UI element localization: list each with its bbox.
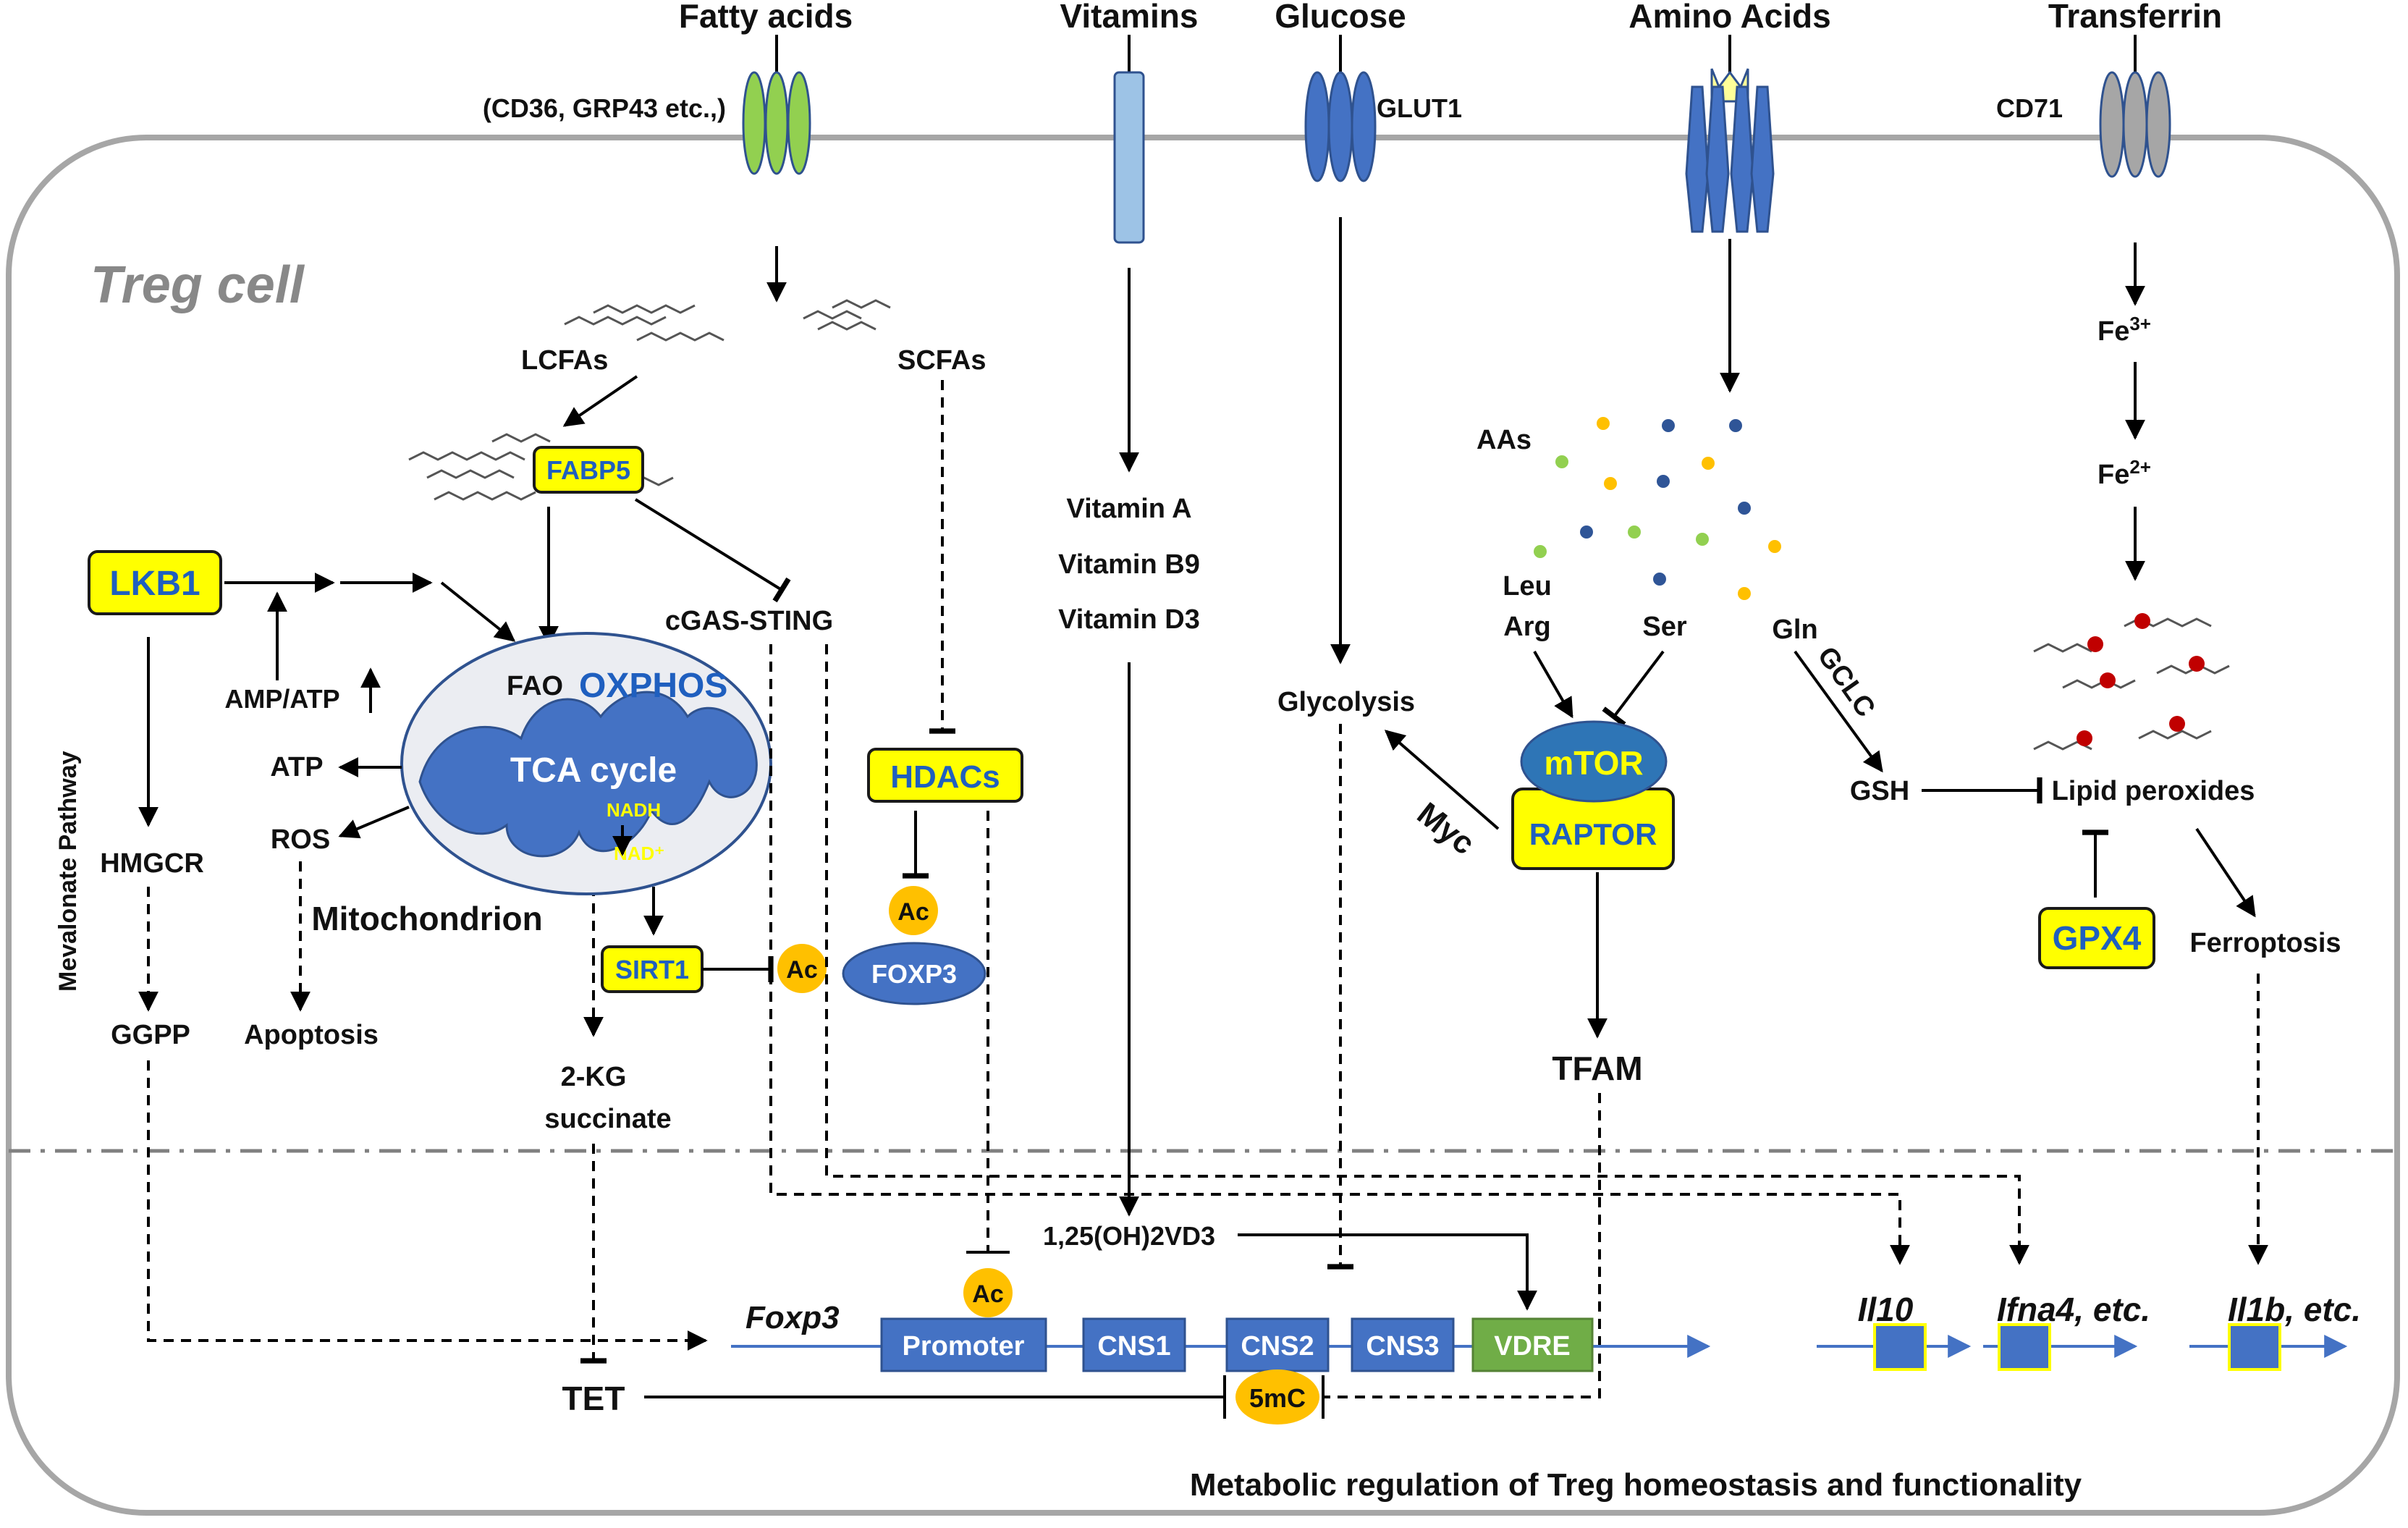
svg-text:Promoter: Promoter	[903, 1331, 1025, 1362]
lipid-peroxide-dots	[2077, 613, 2205, 746]
gene-cns3: CNS3	[1351, 1317, 1455, 1372]
svg-text:OXPHOS: OXPHOS	[579, 667, 727, 705]
fabp5-box	[533, 446, 644, 494]
gpx4-label: GPX4	[2053, 919, 2142, 957]
nutrient-glucose: Glucose	[1275, 0, 1406, 35]
ros-label: ROS	[271, 824, 330, 855]
svg-text:Il1b, etc.: Il1b, etc.	[2228, 1291, 2361, 1328]
tet-label: TET	[562, 1380, 625, 1417]
gene-promoter: Promoter	[880, 1317, 1047, 1372]
gln-label: Gln	[1772, 615, 1817, 645]
acetyl-mark-sirt1: Ac	[777, 944, 827, 993]
ser-label: Ser	[1642, 612, 1686, 642]
succinate-label: succinate	[544, 1104, 671, 1134]
methyl-mark-5mc: 5mC	[1235, 1369, 1319, 1424]
mtor-complex: mTOR RAPTOR	[1511, 720, 1675, 870]
svg-text:Ac: Ac	[972, 1280, 1003, 1308]
lipid-peroxide-icons	[2033, 617, 2230, 751]
fe3-label: Fe3+	[2098, 313, 2151, 347]
diagram-caption: Metabolic regulation of Treg homeostasis…	[1190, 1467, 2082, 1503]
arg-label: Arg	[1503, 612, 1550, 642]
gene-il1b: Il1b, etc.	[2189, 1291, 2361, 1371]
cell-label: Treg cell	[90, 256, 305, 314]
svg-text:mTOR: mTOR	[1544, 744, 1643, 782]
kg-label: 2-KG	[561, 1062, 627, 1092]
mevalonate-label: Mevalonate Pathway	[54, 751, 82, 992]
gene-vdre: VDRE	[1471, 1317, 1594, 1372]
atp-label: ATP	[270, 752, 323, 782]
svg-text:CNS3: CNS3	[1366, 1331, 1439, 1362]
vitamin-transporter-icon	[1113, 35, 1145, 244]
cd71-icon	[2099, 35, 2171, 178]
glut1-label: GLUT1	[1377, 93, 1462, 123]
gene-il10: Il10	[1817, 1291, 1972, 1371]
gsh-label: GSH	[1850, 776, 1909, 806]
mitochondrion: FAO OXPHOS TCA cycle NADH NAD⁺	[400, 632, 772, 895]
gene-cns1: CNS1	[1082, 1317, 1186, 1372]
foxp3-gene-label: Foxp3	[745, 1300, 840, 1335]
gene-ifna4: Ifna4, etc.	[1983, 1291, 2150, 1371]
hmgcr-label: HMGCR	[100, 848, 204, 879]
vd3-label: 1,25(OH)2VD3	[1043, 1221, 1215, 1251]
fa-transporter-icon	[742, 35, 811, 175]
lkb1-box	[88, 550, 222, 615]
svg-text:Ifna4, etc.: Ifna4, etc.	[1997, 1291, 2150, 1328]
apoptosis-label: Apoptosis	[244, 1020, 379, 1050]
lcfas-label: LCFAs	[521, 345, 608, 376]
nutrient-fatty-acids: Fatty acids	[679, 0, 853, 35]
hdacs-label: HDACs	[890, 759, 1000, 795]
tfam-label: TFAM	[1552, 1050, 1642, 1087]
cd71-label: CD71	[1996, 93, 2063, 123]
fe2-label: Fe2+	[2098, 456, 2151, 490]
ferroptosis-label: Ferroptosis	[2189, 928, 2341, 958]
fabp5-label: FABP5	[546, 455, 630, 485]
svg-text:VDRE: VDRE	[1494, 1331, 1571, 1362]
cell-membrane	[6, 135, 2400, 1516]
vitamin-b9-label: Vitamin B9	[1058, 549, 1200, 580]
sirt1-label: SIRT1	[615, 955, 689, 984]
mitochondrion-label: Mitochondrion	[311, 900, 542, 937]
vitamin-a-label: Vitamin A	[1066, 494, 1191, 524]
gclc-label: GCLC	[1812, 641, 1881, 722]
svg-text:FAO: FAO	[507, 671, 563, 701]
amino-acid-dots	[1534, 417, 1781, 600]
glycolysis-label: Glycolysis	[1277, 687, 1415, 717]
svg-text:CNS2: CNS2	[1241, 1331, 1314, 1362]
amp-atp-label: AMP/ATP	[224, 684, 339, 714]
lipid-peroxides-label: Lipid peroxides	[2052, 776, 2255, 806]
aas-label: AAs	[1477, 425, 1532, 455]
svg-text:CNS1: CNS1	[1097, 1331, 1170, 1362]
vitamin-d3-label: Vitamin D3	[1058, 604, 1200, 635]
svg-text:Il10: Il10	[1858, 1291, 1914, 1328]
fa-transporter-label: (CD36, GRP43 etc.,)	[483, 93, 726, 123]
ggpp-label: GGPP	[111, 1020, 190, 1050]
gene-cns2: CNS2	[1225, 1317, 1330, 1372]
hdacs-box	[867, 748, 1023, 803]
lkb1-label: LKB1	[109, 565, 200, 603]
svg-text:5mC: 5mC	[1249, 1383, 1306, 1413]
nutrient-transferrin: Transferrin	[2048, 0, 2222, 35]
svg-text:Ac: Ac	[786, 956, 817, 984]
svg-text:TCA cycle: TCA cycle	[510, 751, 677, 790]
svg-text:NADH: NADH	[607, 799, 661, 821]
acetyl-mark-foxp3: Ac	[889, 886, 938, 935]
gpx4-box	[2038, 907, 2155, 969]
svg-text:FOXP3: FOXP3	[871, 959, 957, 989]
svg-text:RAPTOR: RAPTOR	[1529, 817, 1657, 851]
nutrient-amino-acids: Amino Acids	[1628, 0, 1830, 35]
glut1-icon	[1304, 35, 1377, 182]
cgas-sting-label: cGAS-STING	[665, 606, 833, 636]
foxp3-protein: FOXP3	[842, 942, 987, 1005]
aa-transporter-icon	[1685, 35, 1775, 233]
acetyl-mark-promoter: Ac	[963, 1268, 1013, 1317]
leu-label: Leu	[1503, 571, 1552, 602]
nutrient-vitamins: Vitamins	[1060, 0, 1199, 35]
svg-text:Ac: Ac	[897, 898, 929, 926]
scfas-label: SCFAs	[897, 345, 986, 376]
fatty-chain-icons	[408, 299, 891, 501]
